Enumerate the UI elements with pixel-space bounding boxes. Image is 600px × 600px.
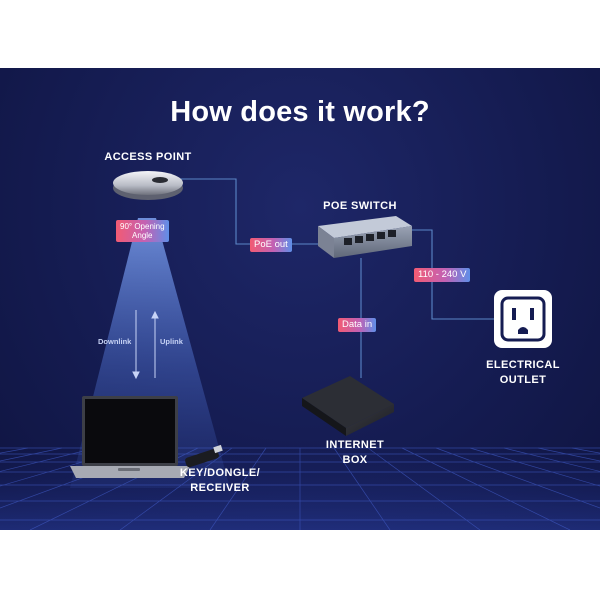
diagram-stage: How does it work? ACCESS POINT POE SWITC… bbox=[0, 68, 600, 530]
laptop-icon bbox=[70, 396, 190, 478]
data-in-tag: Data in bbox=[338, 318, 377, 332]
grid-floor bbox=[0, 171, 600, 530]
usb-dongle-icon bbox=[185, 444, 223, 468]
receiver-label-line2: RECEIVER bbox=[190, 482, 250, 494]
access-point-label: ACCESS POINT bbox=[104, 151, 192, 163]
internet-box-label: INTERNET BOX bbox=[310, 438, 400, 468]
internet-box-label-line1: INTERNET bbox=[325, 439, 385, 451]
poe-switch-label: POE SWITCH bbox=[323, 200, 397, 212]
poe-switch-icon bbox=[318, 216, 412, 258]
receiver-label-line1: KEY/DONGLE/ bbox=[179, 467, 261, 479]
opening-angle-tag-line1: 90° Opening bbox=[120, 222, 165, 231]
poe-out-tag: PoE out bbox=[250, 238, 292, 252]
internet-box-icon bbox=[302, 376, 394, 436]
power-outlet-icon bbox=[494, 290, 552, 348]
opening-angle-tag: 90° Opening Angle bbox=[116, 220, 169, 242]
downlink-label: Downlink bbox=[98, 337, 132, 346]
electrical-outlet-label-line2: OUTLET bbox=[499, 374, 547, 386]
page-title: How does it work? bbox=[170, 96, 430, 128]
uplink-label: Uplink bbox=[160, 337, 183, 346]
link-arrows bbox=[132, 310, 159, 380]
voltage-tag: 110 - 240 V bbox=[414, 268, 471, 282]
receiver-label: KEY/DONGLE/ RECEIVER bbox=[160, 466, 280, 496]
electrical-outlet-label-line1: ELECTRICAL bbox=[486, 359, 560, 371]
electrical-outlet-label: ELECTRICAL OUTLET bbox=[474, 358, 572, 388]
ceiling-access-point-icon bbox=[113, 171, 183, 200]
opening-angle-tag-line2: Angle bbox=[132, 231, 153, 240]
internet-box-label-line2: BOX bbox=[342, 454, 368, 466]
